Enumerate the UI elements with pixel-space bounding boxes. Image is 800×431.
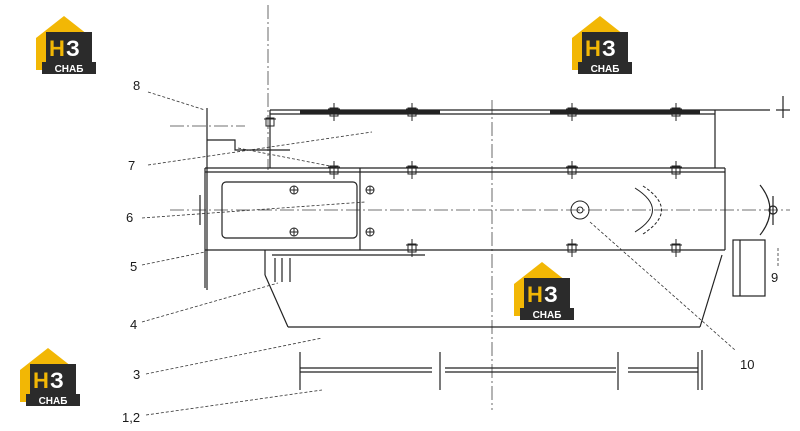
end-plate [199, 108, 358, 290]
watermark-logos [20, 16, 632, 407]
upper-frame [204, 167, 726, 288]
hopper [264, 250, 723, 328]
watermark-logo-icon [514, 262, 574, 321]
centerlines [170, 5, 790, 410]
callout-1-2: 1,2 [122, 410, 140, 425]
top-rail [269, 109, 770, 168]
callout-5: 5 [130, 259, 137, 274]
callout-7: 7 [128, 158, 135, 173]
callout-labels: 8 7 6 5 4 3 1,2 10 9 [122, 78, 778, 425]
frame-bolts [263, 102, 683, 258]
callout-8: 8 [133, 78, 140, 93]
callout-10: 10 [740, 357, 754, 372]
callout-3: 3 [133, 367, 140, 382]
watermark-logo-icon [572, 16, 632, 75]
drive-unit [732, 96, 790, 297]
callout-9: 9 [771, 270, 778, 285]
leader-lines [141, 91, 779, 416]
bolt-holes [289, 185, 662, 237]
callout-4: 4 [130, 317, 137, 332]
watermark-logo-icon [20, 348, 80, 407]
callout-6: 6 [126, 210, 133, 225]
chain [299, 350, 703, 390]
watermark-logo-icon [36, 16, 96, 75]
